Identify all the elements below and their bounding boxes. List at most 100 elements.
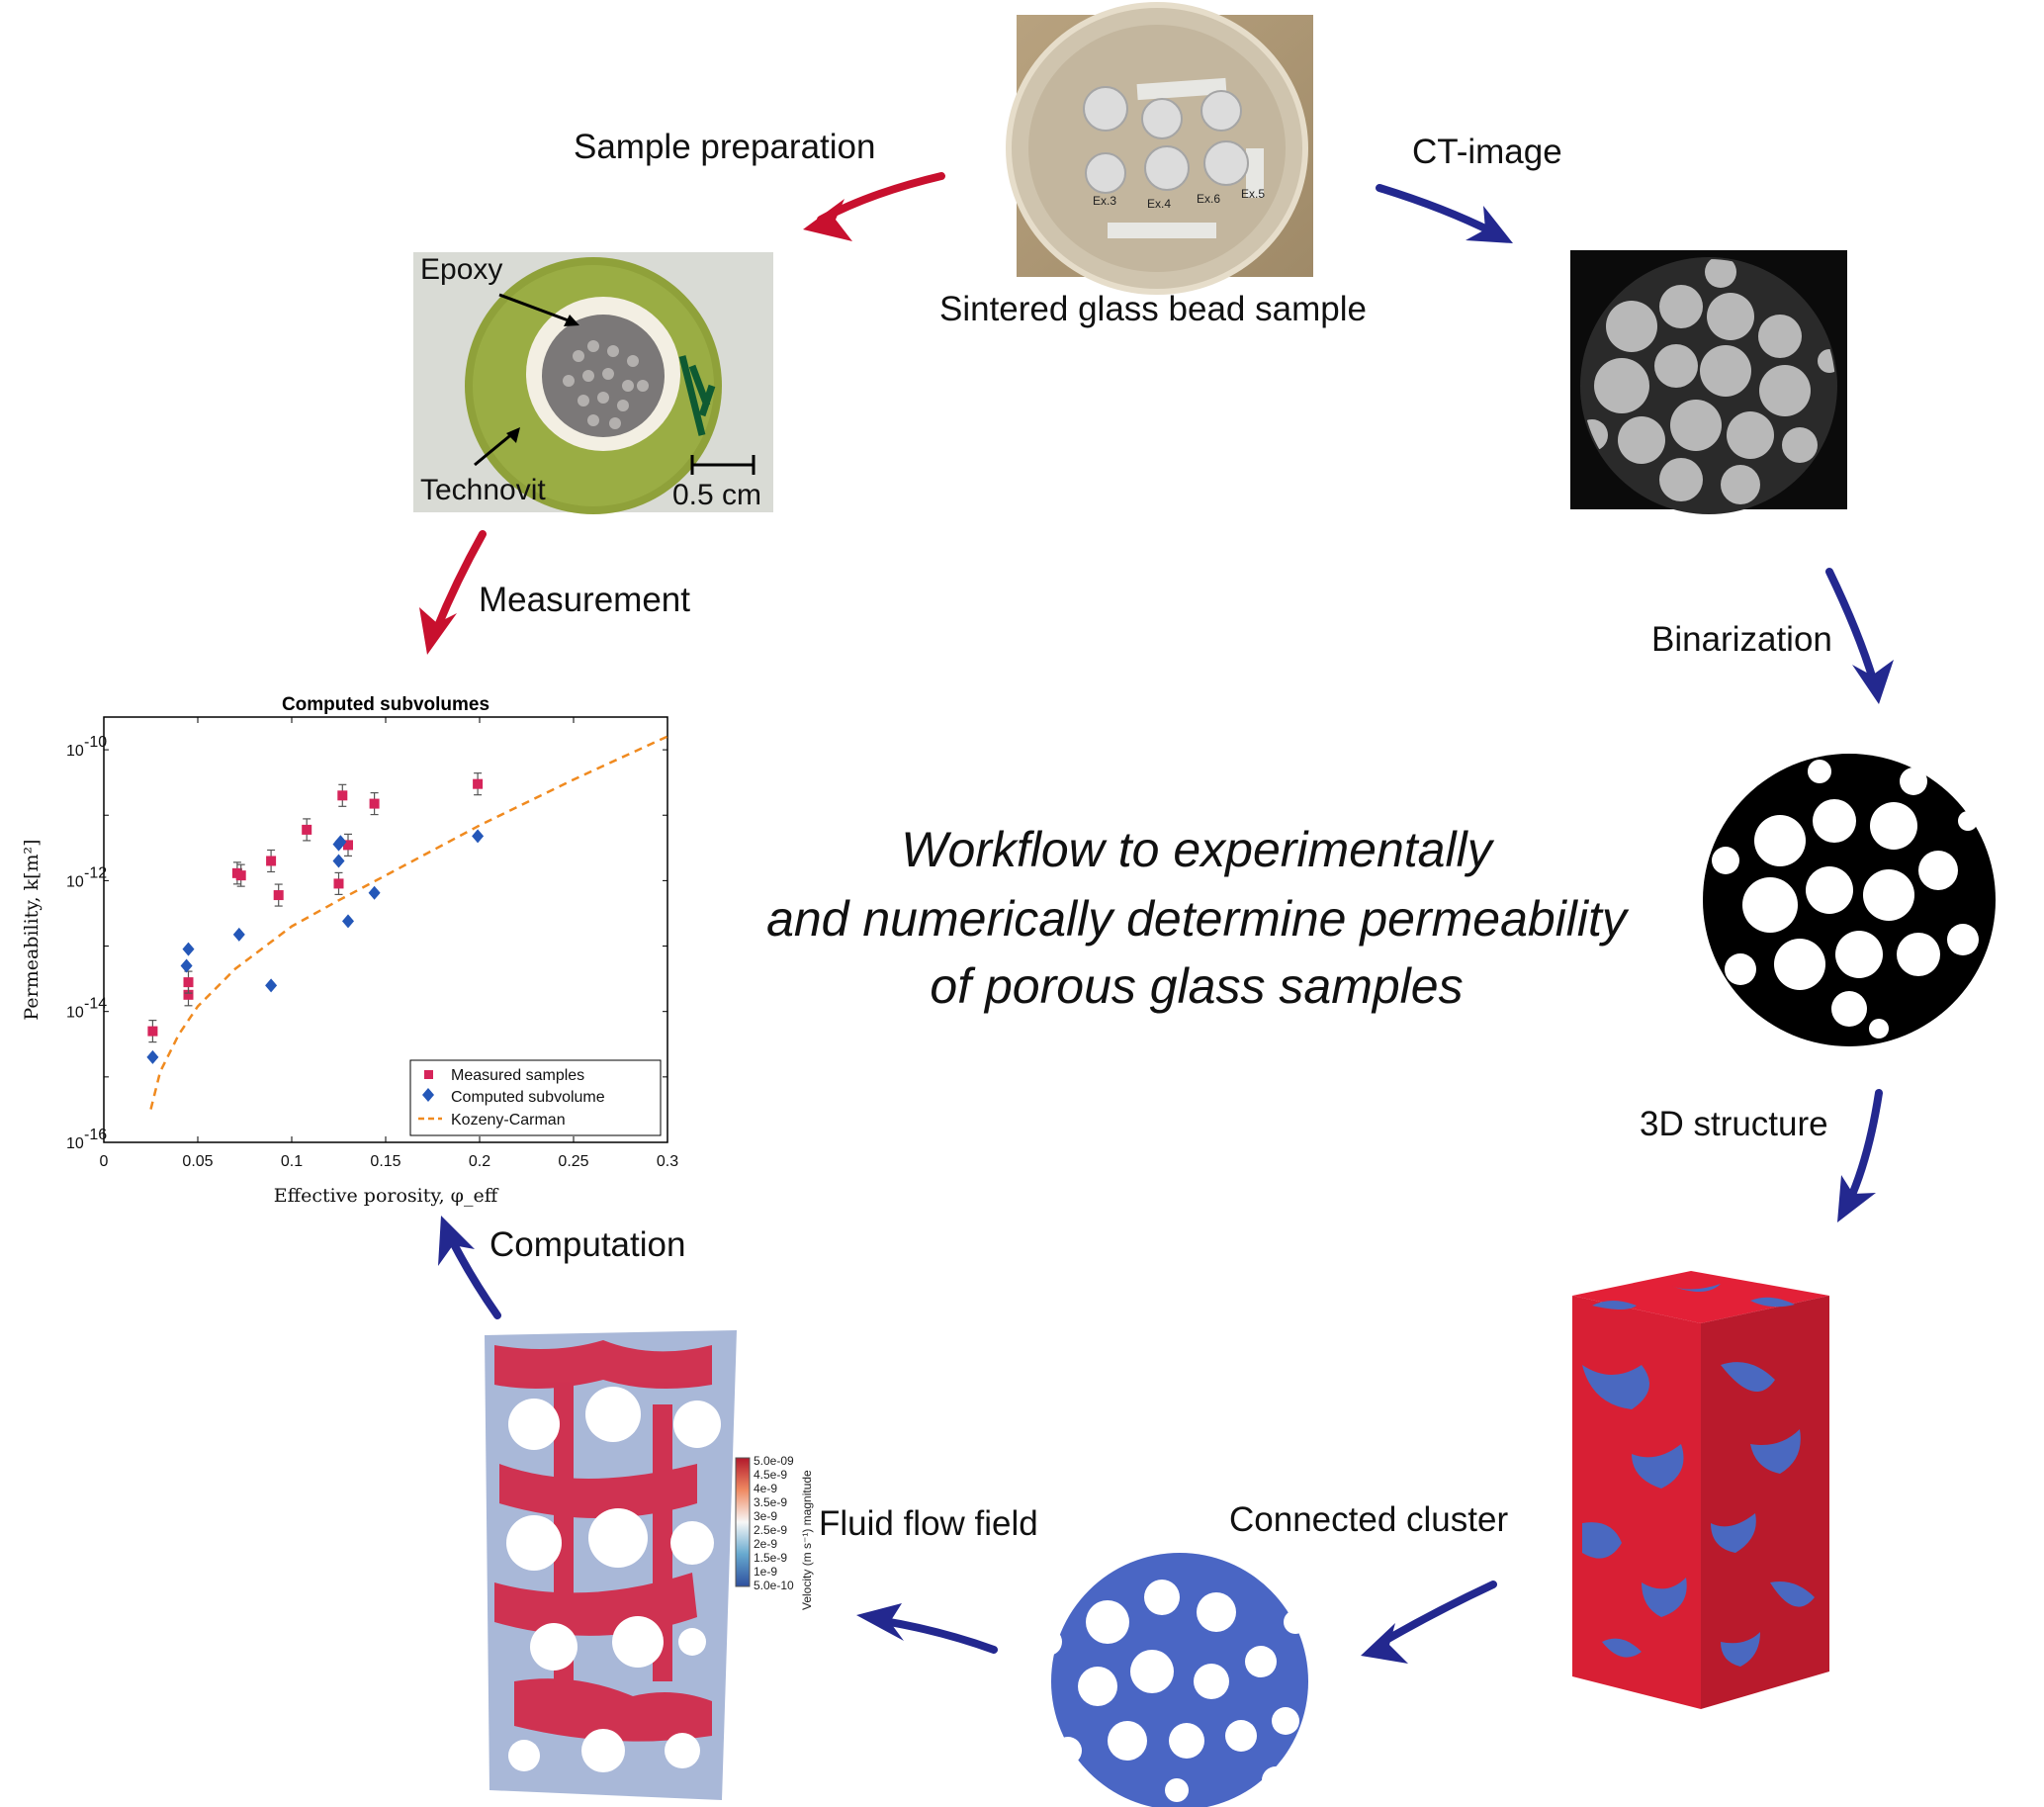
measured-point (302, 824, 312, 835)
y-tick-label: 10 (66, 743, 84, 760)
computed-point (265, 978, 278, 993)
label-computation: Computation (489, 1225, 685, 1264)
dish-label-1: Ex.3 (1093, 194, 1116, 208)
arrow-fluid-flow-field (856, 1603, 998, 1654)
colorbar-tick: 4.5e-9 (754, 1468, 787, 1482)
x-tick-label: 0.2 (469, 1153, 490, 1170)
legend-marker-measured (424, 1070, 433, 1079)
binarized-image (1703, 754, 1996, 1046)
colorbar-tick: 1.5e-9 (754, 1551, 787, 1565)
y-axis-label: Permeability, k[m²] (21, 839, 43, 1020)
dish-label-2: Ex.4 (1147, 197, 1171, 211)
colorbar-tick: 3e-9 (754, 1509, 777, 1523)
scale-bar (690, 455, 755, 475)
y-tick-label: 10 (66, 873, 84, 890)
computed-point (332, 854, 345, 868)
ct-image (1570, 250, 1847, 514)
x-tick-label: 0 (100, 1153, 109, 1170)
label-3d-structure: 3D structure (1640, 1105, 1828, 1143)
colorbar-title: Velocity (m s⁻¹) magnitude (800, 1470, 814, 1610)
computed-point (146, 1049, 159, 1064)
glass-beads-cluster (1083, 86, 1249, 194)
technovit-pointer (474, 430, 515, 467)
legend-label: Measured samples (451, 1067, 584, 1084)
measured-point (273, 890, 284, 901)
epoxy-sample-photo (413, 252, 773, 514)
y-tick-exponent: -14 (84, 996, 107, 1013)
epoxy-label: Epoxy (420, 253, 502, 286)
velocity-colorbar: 5.0e-09 4.5e-9 4e-9 3.5e-9 3e-9 2.5e-9 2… (735, 1454, 814, 1610)
colorbar-tick: 2.5e-9 (754, 1523, 787, 1537)
series-measured-samples (147, 772, 484, 1043)
measured-point (343, 840, 353, 851)
computed-point (368, 885, 381, 900)
title-line-3: of porous glass samples (930, 958, 1463, 1014)
label-sintered-sample: Sintered glass bead sample (939, 290, 1367, 328)
colorbar-tick: 5.0e-10 (754, 1579, 794, 1592)
x-tick-label: 0.25 (558, 1153, 588, 1170)
dish-label-3: Ex.6 (1197, 192, 1220, 206)
x-axis-label: Effective porosity, φ_eff (274, 1185, 499, 1207)
colorbar-tick: 3.5e-9 (754, 1495, 787, 1509)
label-binarization: Binarization (1651, 620, 1832, 659)
measured-point (369, 798, 380, 809)
connected-cluster-image (1034, 1553, 1308, 1807)
label-fluid-flow-field: Fluid flow field (819, 1504, 1038, 1543)
computed-point (342, 914, 354, 929)
computed-point (472, 829, 485, 844)
y-tick-label: 10 (66, 1005, 84, 1022)
y-tick-exponent: -16 (84, 1127, 107, 1143)
computed-point (232, 927, 245, 942)
computed-point (180, 958, 193, 973)
x-tick-label: 0.3 (657, 1153, 678, 1170)
scale-label: 0.5 cm (672, 479, 761, 511)
x-axis-ticks: 0 0.05 0.1 0.15 0.2 0.25 0.3 (100, 717, 678, 1170)
arrow-measurement (419, 530, 487, 655)
arrow-computation (438, 1216, 501, 1319)
measured-point (337, 790, 348, 801)
arrow-ct-image (1376, 184, 1513, 243)
legend-marker-computed (422, 1088, 434, 1102)
arrow-3d-structure (1837, 1089, 1883, 1222)
computed-point (334, 835, 347, 850)
dish-label-4: Ex.5 (1241, 187, 1265, 201)
label-measurement: Measurement (479, 581, 690, 619)
y-tick-exponent: -10 (84, 734, 107, 751)
legend-label: Computed subvolume (451, 1089, 605, 1106)
series-computed-subvolume (146, 829, 485, 1064)
sintered-sample-photo: Ex.3 Ex.4 Ex.6 Ex.5 (1006, 2, 1313, 295)
series-kozeny-carman (149, 735, 668, 1110)
arrow-connected-cluster (1361, 1581, 1497, 1664)
arrow-sample-preparation (803, 172, 945, 241)
label-sample-preparation: Sample preparation (574, 128, 875, 166)
measured-point (266, 856, 277, 866)
technovit-label: Technovit (420, 474, 546, 506)
x-tick-label: 0.05 (182, 1153, 213, 1170)
legend-label: Kozeny-Carman (451, 1112, 566, 1129)
chart-title: Computed subvolumes (282, 694, 489, 715)
x-tick-label: 0.15 (370, 1153, 400, 1170)
arrow-binarization (1825, 568, 1894, 704)
kozeny-carman-line (149, 735, 668, 1110)
measured-point (333, 878, 344, 889)
colorbar-ticks: 5.0e-09 4.5e-9 4e-9 3.5e-9 3e-9 2.5e-9 2… (754, 1454, 794, 1592)
colorbar-tick: 5.0e-09 (754, 1454, 794, 1468)
x-tick-label: 0.1 (281, 1153, 303, 1170)
flow-field-image (485, 1330, 737, 1800)
title-line-1: Workflow to experimentally (901, 822, 1494, 877)
y-tick-exponent: -12 (84, 864, 107, 881)
computed-point (182, 942, 195, 956)
epoxy-pointer (498, 293, 575, 324)
measured-point (147, 1026, 158, 1037)
workflow-title: Workflow to experimentally and numerical… (766, 822, 1630, 1014)
colorbar-tick: 1e-9 (754, 1565, 777, 1579)
colorbar-tick: 4e-9 (754, 1482, 777, 1495)
measured-point (183, 977, 194, 988)
measured-point (473, 778, 484, 789)
y-tick-label: 10 (66, 1135, 84, 1152)
chart-legend: Measured samples Computed subvolume Koze… (409, 1059, 662, 1136)
title-line-2: and numerically determine permeability (766, 891, 1630, 947)
